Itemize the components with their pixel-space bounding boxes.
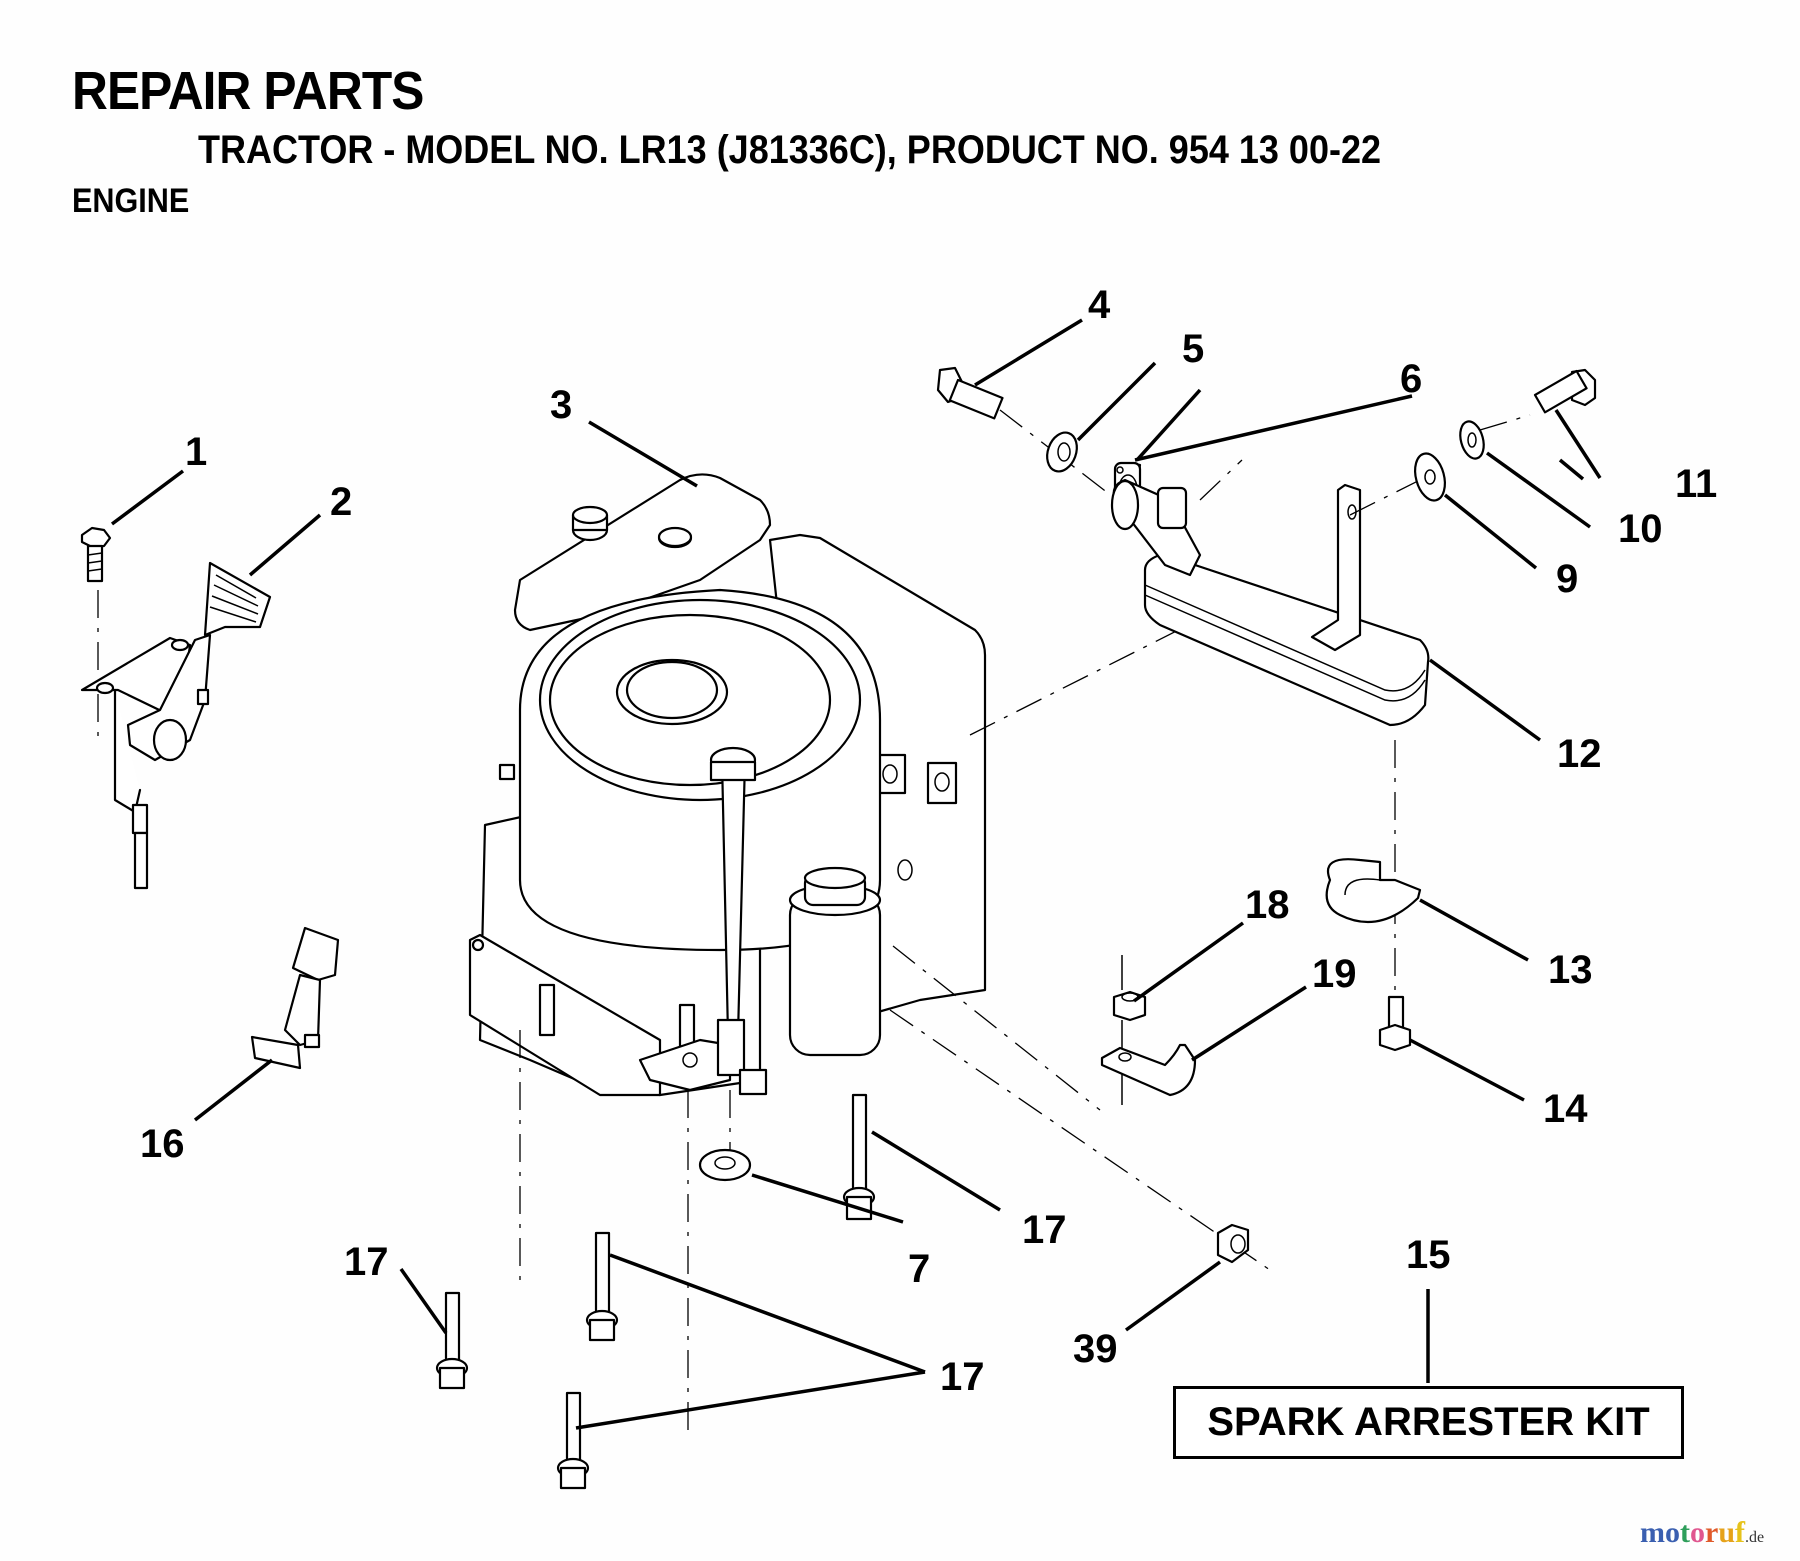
- callout-9: 9: [1556, 557, 1578, 601]
- watermark-letter: t: [1680, 1516, 1690, 1549]
- callout-14: 14: [1543, 1087, 1588, 1131]
- part-3-engine[interactable]: [468, 473, 987, 1097]
- leader-lines: [110, 318, 1602, 1430]
- watermark-letter: f: [1735, 1516, 1746, 1549]
- part-11-bolt[interactable]: [1533, 368, 1597, 414]
- watermark-logo: motoruf.de: [1640, 1516, 1764, 1550]
- callout-6: 6: [1400, 357, 1422, 401]
- watermark-letter: m: [1640, 1516, 1665, 1549]
- part-5-lock-washer[interactable]: [1042, 428, 1082, 475]
- callout-1: 1: [185, 430, 207, 474]
- callout-12: 12: [1557, 732, 1602, 776]
- part-19-clamp[interactable]: [1100, 1043, 1197, 1097]
- part-9-flat-washer[interactable]: [1410, 450, 1449, 504]
- model-subtitle: TRACTOR - MODEL NO. LR13 (J81336C), PROD…: [198, 128, 1381, 172]
- watermark-domain: .de: [1745, 1529, 1765, 1546]
- watermark-letter: o: [1690, 1516, 1705, 1549]
- callout-13: 13: [1548, 948, 1593, 992]
- section-heading: ENGINE: [72, 182, 190, 220]
- page-title: REPAIR PARTS: [72, 61, 424, 121]
- part-7-star-washer[interactable]: [698, 1148, 752, 1182]
- callout-17-a: 17: [1022, 1208, 1067, 1252]
- spark-arrester-kit-box: SPARK ARRESTER KIT: [1173, 1386, 1684, 1459]
- callout-18: 18: [1245, 883, 1290, 927]
- callout-17-b: 17: [344, 1240, 389, 1284]
- callout-16: 16: [140, 1122, 185, 1166]
- watermark-text: motoruf: [1640, 1516, 1745, 1549]
- part-1-bolt[interactable]: [80, 526, 112, 583]
- part-17-bolt-d[interactable]: [556, 1391, 590, 1490]
- callout-11: 11: [1675, 462, 1717, 506]
- part-10-lock-washer[interactable]: [1456, 419, 1487, 461]
- part-17-bolt-a[interactable]: [842, 1093, 876, 1221]
- callout-2: 2: [330, 480, 352, 524]
- callout-7: 7: [908, 1247, 930, 1291]
- part-39-nut[interactable]: [1216, 1223, 1250, 1264]
- callout-3: 3: [550, 383, 572, 427]
- callout-5: 5: [1182, 327, 1204, 371]
- callout-15: 15: [1406, 1233, 1451, 1277]
- part-17-bolt-b[interactable]: [435, 1291, 469, 1390]
- part-4-bolt[interactable]: [936, 366, 1004, 420]
- part-17-bolt-c[interactable]: [585, 1231, 619, 1342]
- watermark-letter: u: [1718, 1516, 1736, 1549]
- callout-4: 4: [1088, 283, 1111, 327]
- part-13-spark-arrester-screen[interactable]: [1325, 858, 1422, 923]
- part-14-screw[interactable]: [1378, 995, 1412, 1052]
- callout-17-c: 17: [940, 1355, 985, 1399]
- part-16-clip[interactable]: [250, 926, 340, 1070]
- callout-10: 10: [1618, 507, 1663, 551]
- spark-arrester-kit-label: SPARK ARRESTER KIT: [1207, 1400, 1650, 1444]
- watermark-letter: r: [1705, 1516, 1719, 1549]
- watermark-letter: o: [1665, 1516, 1680, 1549]
- callout-19: 19: [1312, 952, 1357, 996]
- callout-39: 39: [1073, 1327, 1118, 1371]
- part-12-muffler[interactable]: [1110, 478, 1430, 727]
- part-2-throttle-bracket[interactable]: [80, 561, 272, 890]
